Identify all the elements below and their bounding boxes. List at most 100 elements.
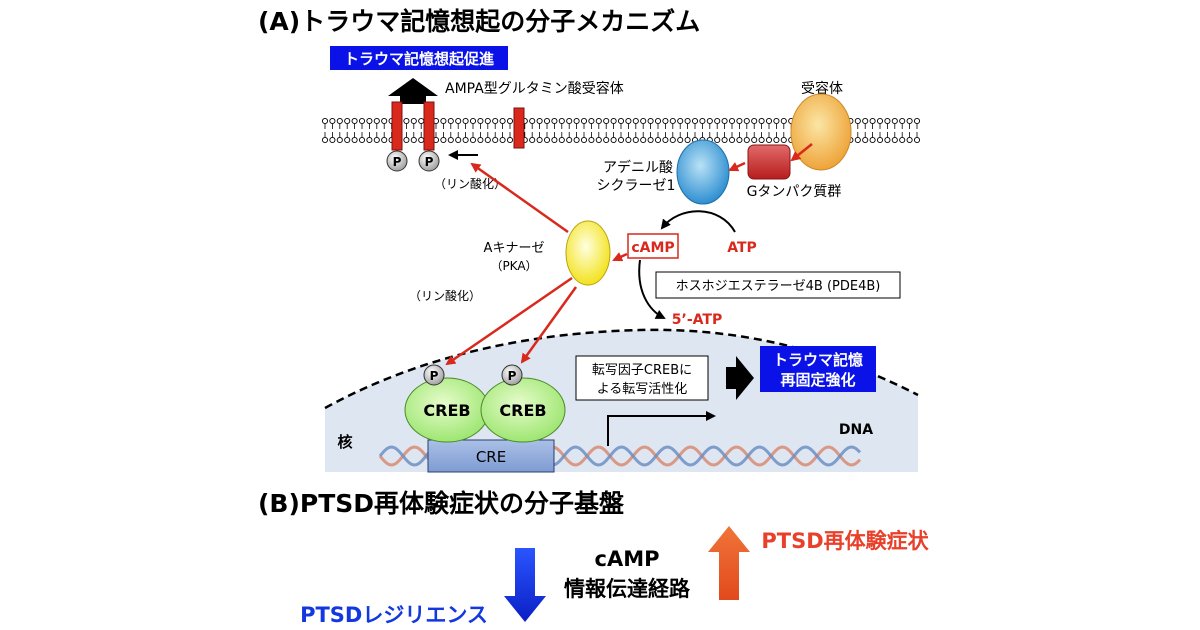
ampa-receptor-label: AMPA型グルタミン酸受容体 [445, 80, 624, 97]
lipid-head [529, 136, 536, 144]
lipid-head [506, 136, 514, 144]
lipid-head [484, 136, 491, 144]
lipid-head [536, 117, 543, 125]
pde4b-label: ホスホジエステラーゼ4B (PDE4B) [676, 279, 881, 294]
panel-a-title: (A)トラウマ記憶想起の分子メカニズム [258, 7, 700, 36]
lipid-head [647, 136, 654, 144]
cre-label: CRE [476, 448, 506, 466]
up-arrow-icon [708, 526, 750, 600]
lipid-head [884, 136, 891, 144]
lipid-head [669, 136, 676, 144]
lipid-head [876, 117, 884, 125]
lipid-head [706, 117, 713, 125]
pathway-label-2: 情報伝達経路 [564, 577, 691, 601]
lipid-head [603, 136, 610, 144]
lipid-head [469, 136, 477, 144]
phospho-label-top: （リン酸化） [434, 176, 506, 191]
lipid-head [536, 136, 543, 144]
pka-icon [565, 220, 611, 286]
lipid-head [336, 136, 343, 144]
lipid-head [543, 136, 551, 144]
lipid-head [780, 117, 787, 125]
reconsolidation-box [760, 346, 876, 392]
lipid-head [351, 136, 358, 144]
g-protein-icon [747, 144, 791, 180]
lipid-head [632, 117, 639, 125]
lipid-head [640, 136, 647, 144]
creb-icon-right [480, 377, 566, 443]
panel-b-title: (B)PTSD再体験症状の分子基盤 [258, 489, 625, 518]
lipid-head [499, 117, 506, 125]
lipid-head [610, 136, 617, 144]
lipid-head [714, 117, 721, 125]
gprotein-to-cyclase-arrow-icon [728, 161, 746, 172]
lipid-head [573, 117, 580, 125]
lipid-head [440, 136, 447, 144]
lipid-head [336, 117, 343, 125]
lipid-head [366, 136, 373, 144]
lipid-head [854, 117, 861, 125]
pka-label-2: （PKA） [490, 259, 537, 273]
lipid-head [455, 136, 462, 144]
lipid-head [506, 117, 514, 125]
lipid-head [462, 117, 469, 125]
pka-to-creb-left-arrow-icon [445, 276, 573, 366]
atp-label: ATP [727, 240, 757, 256]
lipid-head [758, 136, 765, 144]
lipid-head [499, 136, 506, 144]
lipid-head [913, 117, 921, 125]
lipid-head [588, 136, 595, 144]
lipid-head [721, 117, 728, 125]
lipid-head [876, 136, 884, 144]
lipid-head [906, 136, 913, 144]
lipid-head [484, 117, 491, 125]
lipid-head [721, 136, 728, 144]
pka-to-ampa-arrow-icon [470, 162, 569, 234]
lipid-head [410, 117, 417, 125]
five-atp-label: 5’-ATP [672, 312, 722, 328]
lipid-head [477, 117, 484, 125]
lipid-head [862, 136, 869, 144]
cre-box [427, 439, 555, 473]
receptor-label: 受容体 [801, 80, 843, 97]
lipid-head [684, 117, 691, 125]
lipid-head [403, 136, 410, 144]
lipid-head [558, 117, 565, 125]
lipid-head [447, 136, 454, 144]
receptor-icon [790, 93, 852, 171]
lipid-head [677, 117, 684, 125]
lipid-head [455, 117, 462, 125]
lipid-head [410, 136, 417, 144]
adenylyl-cyclase-icon [676, 139, 730, 205]
lipid-head [381, 117, 388, 125]
ampa-phosphate-label-2: P [425, 155, 434, 169]
pde4b-box [655, 271, 901, 299]
lipid-head [617, 117, 625, 125]
lipid-head [588, 117, 595, 125]
lipid-head [358, 117, 366, 125]
lipid-head [373, 136, 380, 144]
memory-recall-promotion-label: トラウマ記憶想起促進 [344, 50, 495, 68]
dna-label: DNA [839, 422, 873, 438]
lipid-head [869, 136, 876, 144]
lipid-head [743, 136, 750, 144]
lipid-head [403, 117, 410, 125]
nucleus-label: 核 [337, 433, 352, 451]
transcription-activation-box [575, 355, 709, 401]
lipid-head [418, 117, 425, 125]
lipid-head [595, 136, 602, 144]
lipid-head [765, 136, 773, 144]
lipid-head [736, 136, 743, 144]
lipid-head [477, 136, 484, 144]
creb-label-right: CREB [499, 401, 546, 420]
lipid-head [462, 136, 469, 144]
lipid-head [321, 136, 329, 144]
right-block-arrow-icon [726, 356, 754, 400]
lipid-head [329, 117, 336, 125]
ampa-receptor-icon [391, 101, 525, 151]
reconsolidation-label-2: 再固定強化 [780, 371, 855, 389]
lipid-head [743, 117, 750, 125]
lipid-head [869, 117, 876, 125]
lipid-head [884, 117, 891, 125]
lipid-head [595, 117, 602, 125]
